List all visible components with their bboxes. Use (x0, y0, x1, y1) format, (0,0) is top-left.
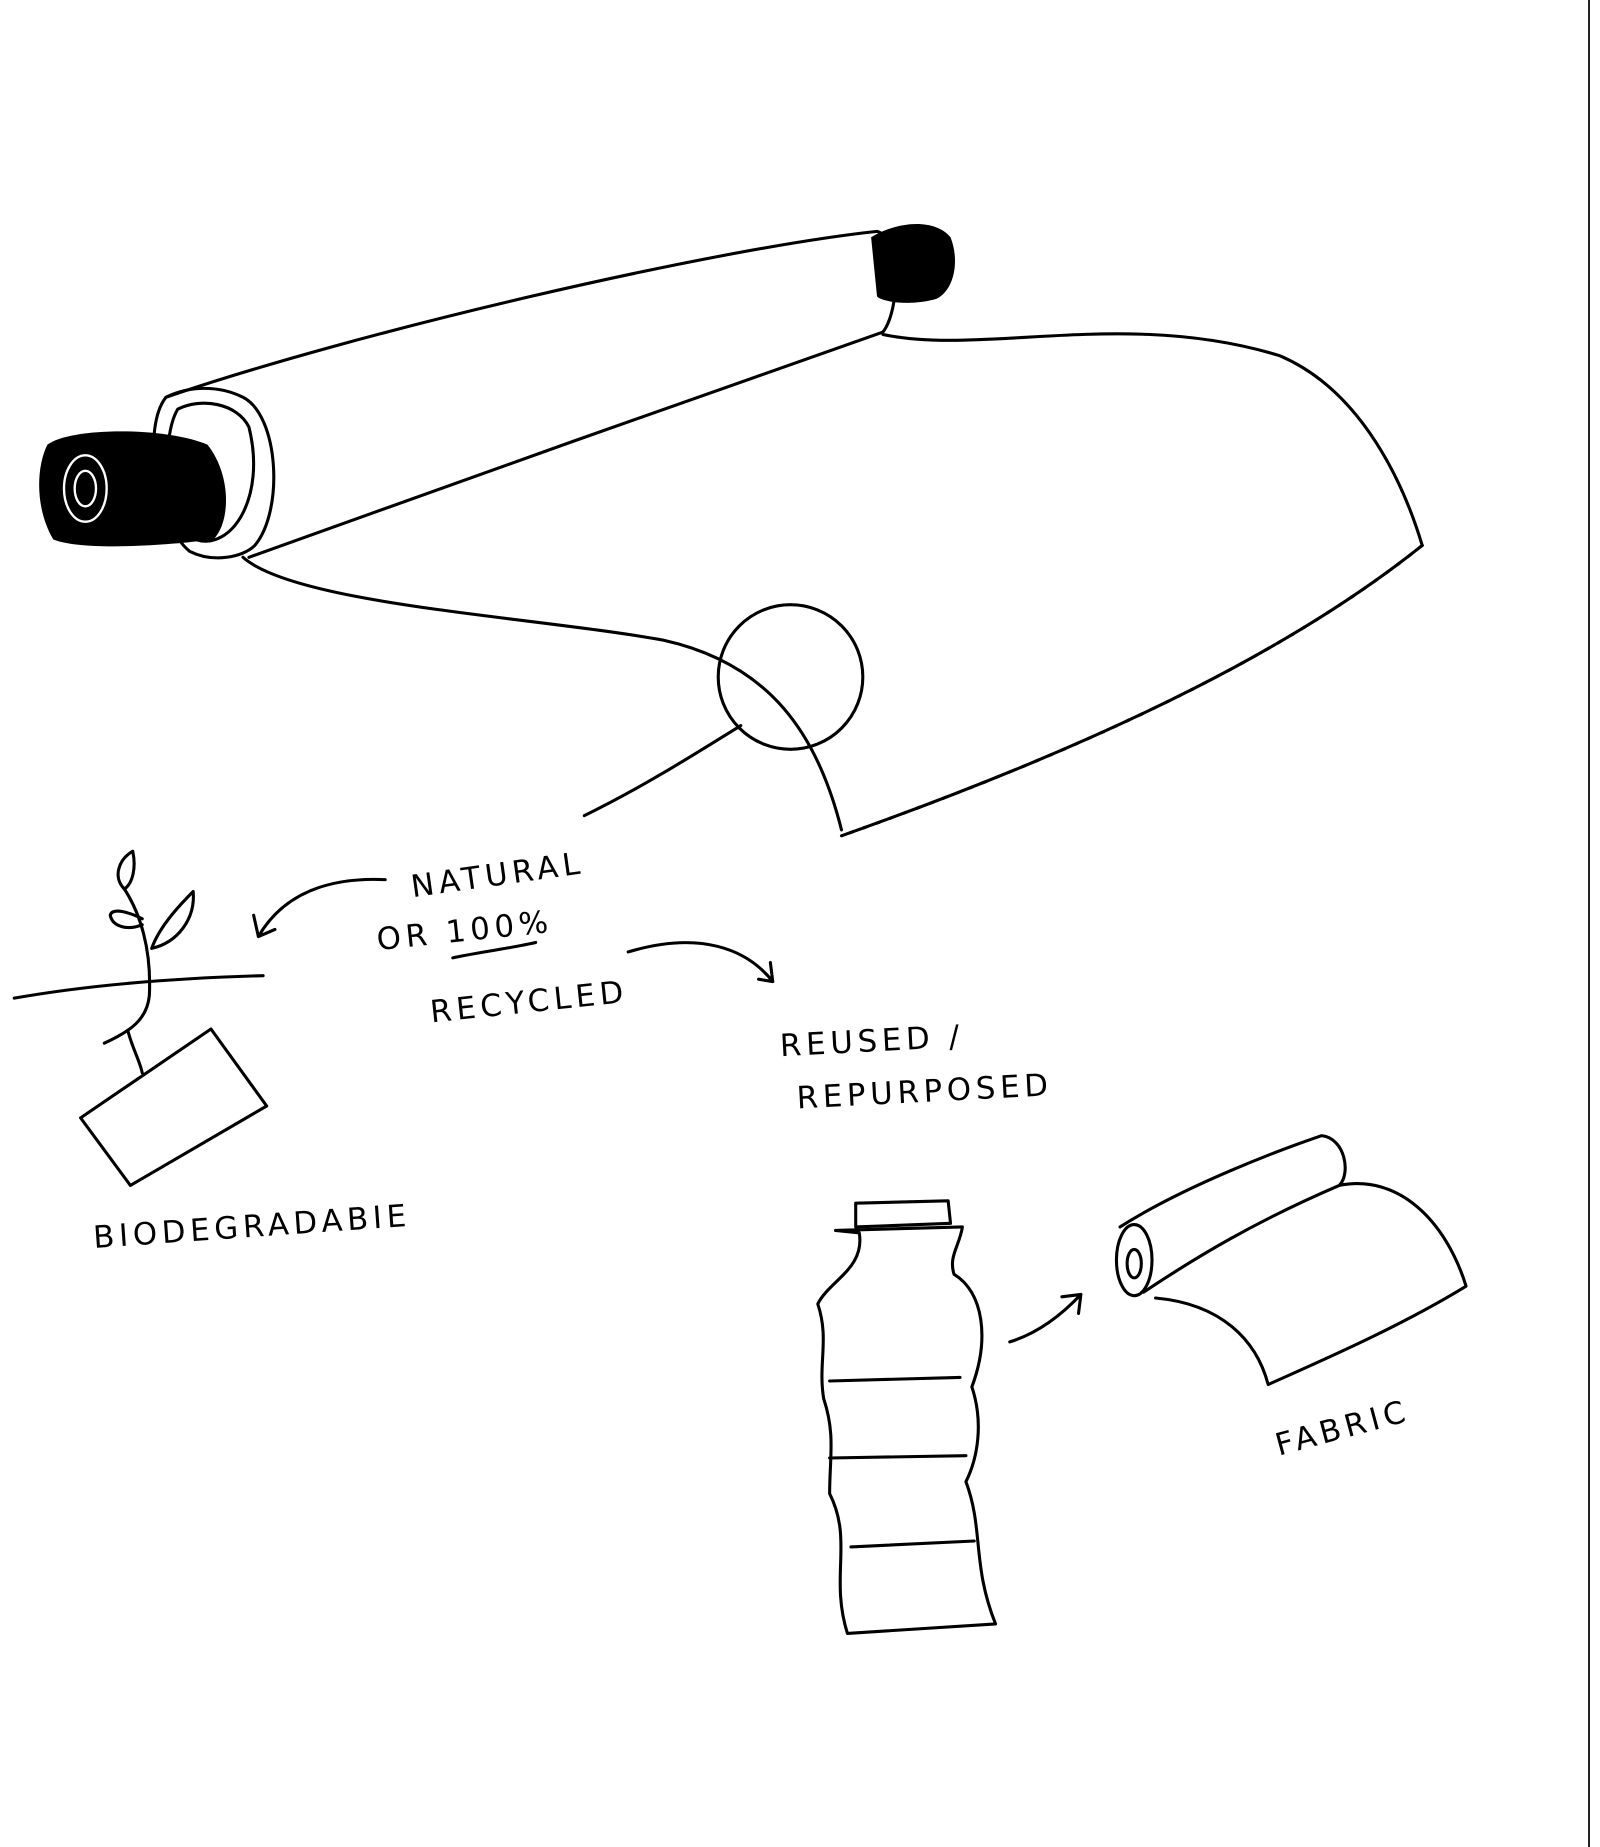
label-fabric: FABRIC (1272, 1393, 1414, 1463)
arrow-bottle-to-fabric-icon (1008, 1292, 1083, 1344)
label-recycled: RECYCLED (428, 974, 629, 1031)
fabric-roll-illustration (39, 223, 1424, 838)
label-biodegradable: BIODEGRADABIE (92, 1198, 412, 1256)
magnify-circle (716, 603, 865, 751)
biodegradable-fabric-piece (79, 1027, 269, 1187)
roll-core-left (39, 431, 227, 547)
plant-icon (12, 849, 269, 1187)
arrow-to-reused-icon (626, 941, 775, 984)
label-repurposed: REPURPOSED (796, 1067, 1054, 1116)
label-or-100: OR 100% (375, 904, 554, 958)
page-edge-line (1588, 0, 1590, 1847)
small-fabric-roll-icon (1114, 1134, 1468, 1387)
label-natural: NATURAL (409, 845, 587, 905)
label-reused: REUSED / (779, 1019, 965, 1065)
plastic-bottle-icon (816, 1199, 998, 1635)
arrow-to-biodegradable-icon (252, 877, 387, 939)
roll-core-right (871, 223, 956, 303)
